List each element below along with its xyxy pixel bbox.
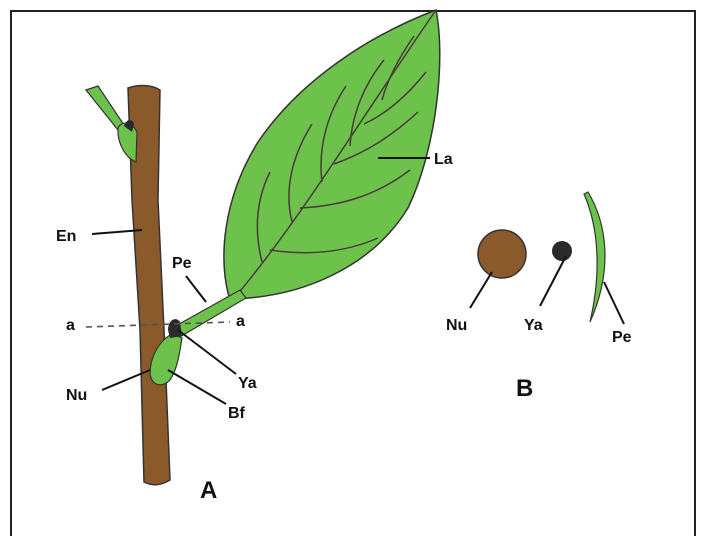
leader-ya (178, 330, 236, 374)
label-bf: Bf (228, 405, 246, 422)
leader-pe-b (604, 282, 624, 324)
leader-nu-b (470, 272, 492, 308)
label-ya-b: Ya (524, 317, 543, 334)
label-nu-b: Nu (446, 317, 467, 334)
leaf-lamina (224, 10, 440, 300)
label-ya: Ya (238, 375, 257, 392)
axillary-bud (168, 319, 182, 338)
label-nu: Nu (66, 387, 87, 404)
label-a-right: a (236, 313, 245, 330)
leader-ya-b (540, 256, 566, 306)
panel-label-b: B (516, 375, 533, 402)
label-pe: Pe (172, 255, 192, 272)
label-la: La (434, 151, 453, 168)
node-cross-section (478, 230, 526, 278)
panel-label-a: A (200, 477, 217, 504)
petiole (172, 290, 246, 338)
label-pe-b: Pe (612, 329, 632, 346)
leader-pe (186, 276, 206, 302)
leader-bf (168, 370, 226, 404)
bud-cross-section (552, 241, 572, 261)
label-a-left: a (66, 317, 75, 334)
label-en: En (56, 228, 76, 245)
upper-leaf-petiole (86, 86, 124, 130)
petiole-cross-section (584, 192, 605, 322)
upper-leaf-base (118, 123, 137, 162)
